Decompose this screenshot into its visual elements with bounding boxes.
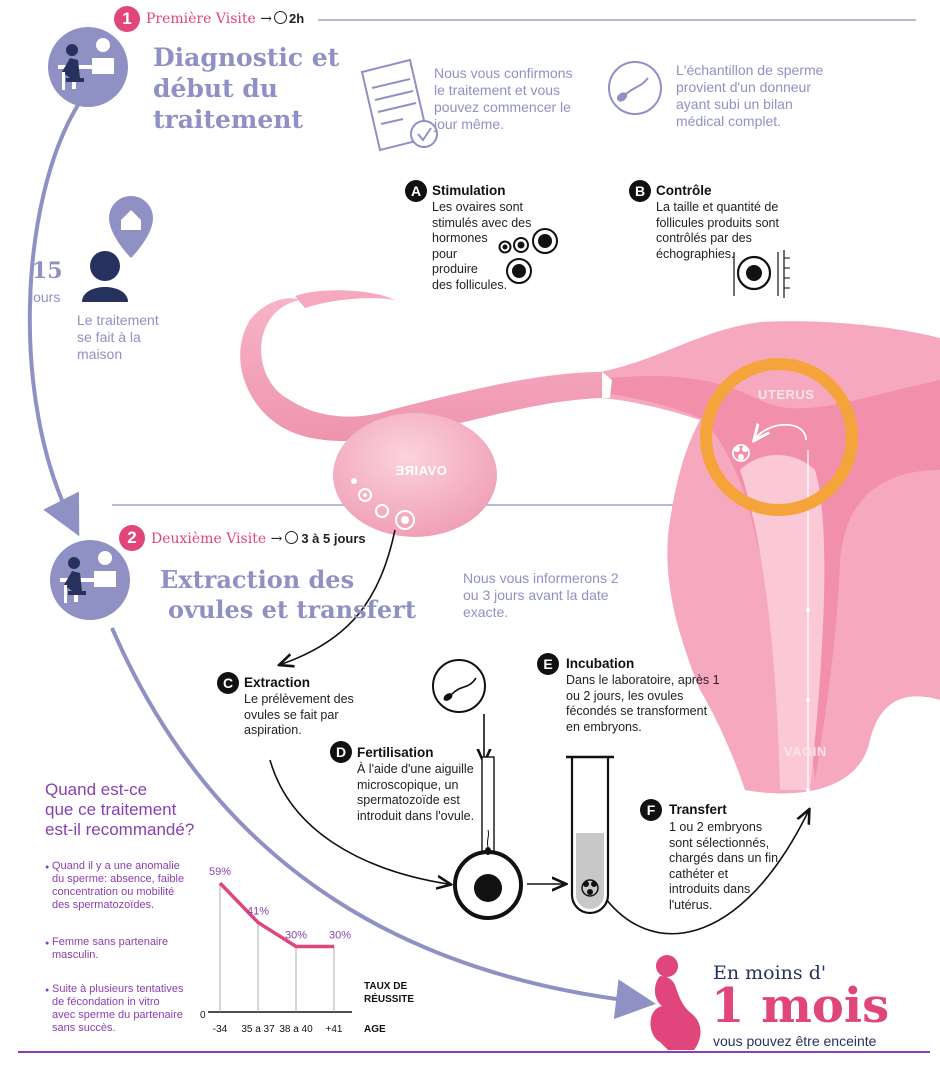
chart-xlabel: AGE (364, 1024, 386, 1035)
success-rate-chart: 59% 41% 30% 30% -34 35 a 37 38 a 40 +41 (208, 866, 352, 1035)
chart-series-line (218, 881, 334, 949)
follicles-icon (498, 228, 558, 284)
step-d-badge: D (330, 741, 352, 763)
ultrasound-icon (733, 250, 790, 298)
chart-value-label: 41% (247, 905, 269, 917)
step-e-badge: E (537, 653, 559, 675)
consultation-icon-2 (50, 540, 130, 620)
ovary-illustration (240, 290, 602, 548)
consultation-icon-1 (48, 27, 128, 107)
step-c-badge: C (217, 672, 239, 694)
step-b-badge: B (629, 180, 651, 202)
outcome-prefix: En moins d' (713, 962, 827, 984)
arrow-incubation-to-uterus (602, 812, 808, 935)
chart-tick-label: -34 (213, 1024, 228, 1035)
visit2-label: Deuxième Visite →3 à 5 jours (151, 531, 366, 547)
clock-icon (285, 531, 299, 544)
fertilisation-icon (453, 756, 523, 920)
ovary-label: OVAIRE (395, 463, 447, 478)
sperm-circle-icon (432, 659, 486, 713)
sperm-icon (608, 61, 662, 115)
clock-icon (273, 11, 287, 24)
step-a-title: Stimulation (432, 183, 506, 198)
implantation-ring (700, 358, 858, 516)
embryo-icon (732, 444, 750, 462)
chart-tick-label: 35 a 37 (241, 1024, 275, 1035)
woman-icon (82, 251, 128, 302)
outcome-big: 1 mois (711, 978, 890, 1034)
timeline-arc-top (27, 103, 80, 537)
visit1-number-badge: 1 (114, 6, 140, 32)
step-c-title: Extraction (244, 675, 311, 690)
arrow-extraction-to-fertilisation (269, 759, 448, 884)
step-e-title: Incubation (566, 656, 635, 671)
step-f-badge: F (640, 799, 662, 821)
visit2-number-badge: 2 (119, 525, 145, 551)
document-check-icon (360, 58, 438, 152)
chart-zero-label: 0 (200, 1010, 206, 1021)
home-pin-icon (109, 196, 153, 258)
outcome-suffix: vous pouvez être enceinte (713, 1033, 877, 1049)
uterus-label: UTERUS (758, 387, 815, 402)
arrow-ovary-to-extraction (282, 529, 396, 664)
chart-value-label: 30% (329, 929, 351, 941)
chart-value-label: 59% (209, 866, 231, 878)
test-tube-icon (566, 755, 614, 915)
interval-days-number: 15 (32, 258, 63, 284)
step-f-title: Transfert (669, 802, 727, 817)
step-b-title: Contrôle (656, 183, 712, 198)
timeline-arc-bottom (110, 627, 656, 1020)
chart-tick-label: 38 a 40 (279, 1024, 313, 1035)
vagina-label: VAGIN (784, 744, 827, 759)
chart-value-label: 30% (285, 929, 307, 941)
interval-days-unit: jours (30, 289, 61, 305)
pregnant-woman-icon (650, 955, 701, 1050)
step-d-title: Fertilisation (357, 745, 434, 760)
visit1-label: Première Visite →2h (146, 11, 305, 27)
chart-tick-label: +41 (326, 1024, 343, 1035)
step-a-badge: A (405, 180, 427, 202)
